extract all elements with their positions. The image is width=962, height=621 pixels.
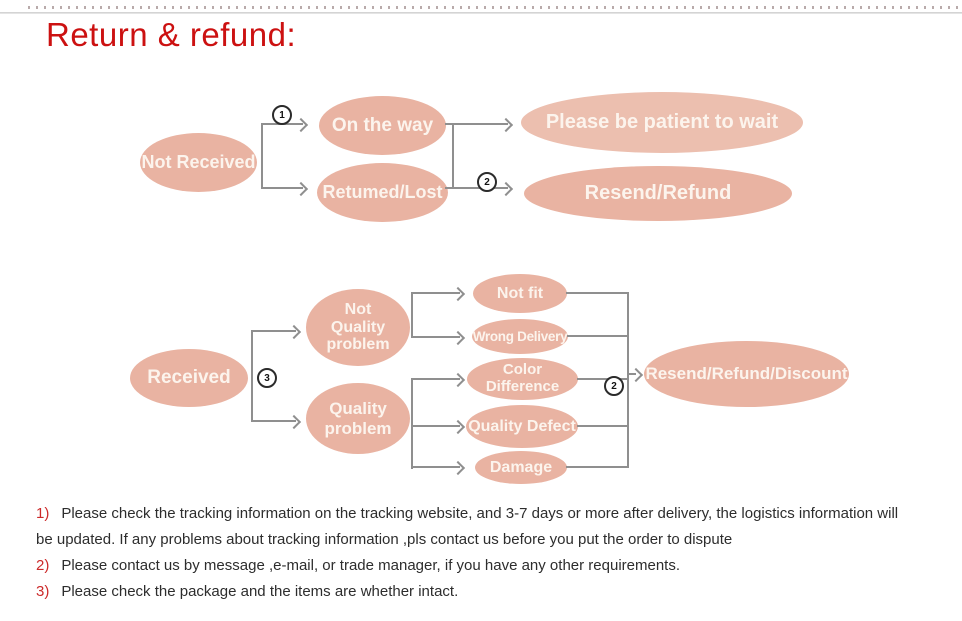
connector-line — [411, 378, 413, 469]
arrow-right-icon — [286, 414, 302, 430]
connector-line — [411, 378, 460, 380]
note-text: Please check the package and the items a… — [61, 583, 459, 600]
arrow-right-icon — [450, 286, 466, 302]
arrow-right-icon — [498, 117, 514, 133]
flow-node-not-received: Not Received — [140, 133, 257, 192]
connector-line — [251, 330, 253, 422]
connector-line — [577, 425, 629, 427]
flow-node-received: Received — [130, 349, 248, 407]
connector-line — [411, 466, 460, 468]
connector-line — [411, 292, 413, 338]
flow-node-wrong-delivery: Wrong Delivery — [472, 319, 568, 354]
page-title: Return & refund: — [46, 16, 297, 53]
note-line-1: 1) Please check the tracking information … — [36, 501, 962, 527]
connector-line — [261, 123, 263, 189]
step-badge-2: 2 — [604, 376, 624, 396]
flow-node-damage: Damage — [475, 451, 567, 484]
arrow-right-icon — [628, 367, 644, 383]
connector-line — [445, 123, 508, 125]
connector-line — [566, 292, 629, 294]
flow-node-not-fit: Not fit — [473, 274, 567, 313]
flow-node-resend-refund: Resend/Refund — [524, 166, 792, 221]
note-line-2: 2) Please contact us by message ,e-mail, … — [36, 553, 962, 579]
dotted-border-decoration — [28, 6, 958, 9]
connector-line — [411, 336, 460, 338]
flow-node-quality-defect: Quality Defect — [466, 405, 578, 448]
note-number: 3) — [36, 583, 50, 600]
step-badge-3: 3 — [257, 368, 277, 388]
note-text: be updated. If any problems about tracki… — [36, 531, 733, 548]
flow-node-not-quality-problem: Not Quality problem — [306, 289, 410, 366]
arrow-right-icon — [450, 460, 466, 476]
notes-section: 1) Please check the tracking information … — [36, 501, 962, 605]
arrow-right-icon — [450, 372, 466, 388]
connector-line — [411, 425, 460, 427]
connector-line — [566, 466, 629, 468]
arrow-right-icon — [498, 181, 514, 197]
flow-node-quality-problem: Quality problem — [306, 383, 410, 454]
note-text: Please check the tracking information on… — [61, 505, 899, 522]
arrow-right-icon — [293, 181, 309, 197]
note-line-1-continued: be updated. If any problems about tracki… — [36, 527, 962, 553]
connector-line — [627, 373, 636, 375]
connector-line — [567, 335, 629, 337]
flow-node-resend-refund-discount: Resend/Refund/Discount — [644, 341, 849, 407]
connector-line — [452, 123, 454, 189]
top-divider-line — [0, 12, 962, 14]
flow-node-please-be-patient: Please be patient to wait — [521, 92, 803, 153]
arrow-right-icon — [450, 330, 466, 346]
step-badge-2: 2 — [477, 172, 497, 192]
note-text: Please contact us by message ,e-mail, or… — [61, 557, 680, 574]
connector-line — [577, 378, 629, 380]
arrow-right-icon — [450, 419, 466, 435]
flow-node-returned-lost: Retumed/Lost — [317, 163, 448, 222]
connector-line — [251, 420, 296, 422]
connector-line — [261, 187, 303, 189]
connector-line — [627, 292, 629, 468]
step-badge-1: 1 — [272, 105, 292, 125]
arrow-right-icon — [293, 117, 309, 133]
connector-line — [411, 292, 460, 294]
note-number: 2) — [36, 557, 50, 574]
note-line-3: 3) Please check the package and the items… — [36, 579, 962, 605]
flow-node-color-difference: Color Difference — [467, 358, 578, 400]
connector-line — [445, 187, 508, 189]
flow-node-on-the-way: On the way — [319, 96, 446, 155]
connector-line — [251, 330, 296, 332]
arrow-right-icon — [286, 324, 302, 340]
note-number: 1) — [36, 505, 50, 522]
